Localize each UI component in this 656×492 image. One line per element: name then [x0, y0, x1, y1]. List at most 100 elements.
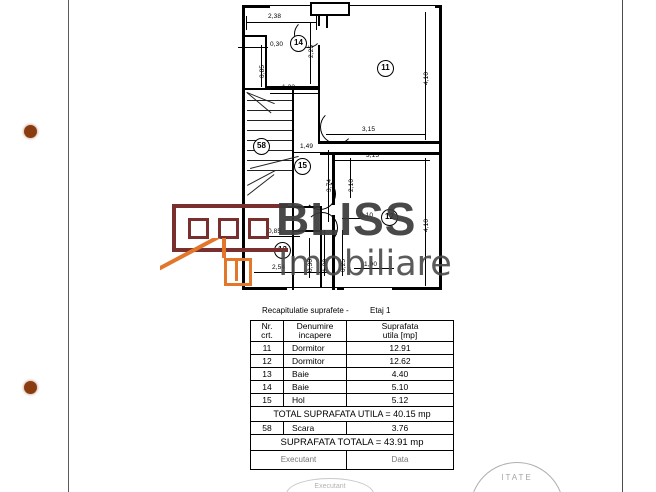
area-summary-table: Nr. crt. Denumire incapere Suprafata uti… [250, 320, 454, 470]
right-margin-line [622, 0, 623, 492]
dimline-410b [425, 158, 426, 286]
dim-254: 2,54 [272, 264, 286, 271]
dimline-180 [324, 230, 325, 276]
header-nr-line1: Nr. [261, 321, 273, 331]
row-nr: 14 [250, 379, 284, 394]
row-name: Dormitor [283, 353, 347, 368]
balcony-post [326, 14, 328, 28]
punch-hole-mark-bottom [24, 381, 37, 394]
signature-stamp-footer: Executant [286, 478, 374, 492]
room-tag-58: 58 [253, 138, 270, 155]
header-den-line1: Denumire [296, 321, 334, 331]
table-row: 15 Hol 5.12 [250, 392, 454, 407]
table-row: 14 Baie 5.10 [250, 379, 454, 394]
dimline-085b [266, 236, 300, 237]
dimline-100 [354, 268, 394, 269]
header-sup-line1: Suprafata [381, 321, 419, 331]
row-name: Baie [283, 366, 347, 381]
balcony-edge-top [310, 2, 350, 4]
row-area: 4.40 [346, 366, 454, 381]
caption-right: Etaj 1 [370, 306, 391, 315]
header-nr-crt: Nr. crt. [250, 320, 284, 342]
punch-hole-mark-top [24, 125, 37, 138]
table-row: 12 Dormitor 12.62 [250, 353, 454, 368]
r11-wall-bottom [320, 141, 440, 144]
balcony-edge-left [310, 2, 312, 16]
stair-step-8 [247, 170, 292, 171]
row-nr: 12 [250, 353, 284, 368]
r13-wall-right [320, 206, 322, 288]
dimline-315b [332, 160, 430, 161]
wall-right [439, 5, 442, 290]
table-row: 11 Dormitor 12.91 [250, 340, 454, 355]
row-area: 5.12 [346, 392, 454, 407]
stair-name: Scara [283, 420, 347, 435]
room-tag-15: 15 [294, 158, 311, 175]
door-room-11 [320, 110, 354, 144]
partition-hall-upper [318, 88, 320, 143]
dimline-030b [309, 238, 310, 278]
table-caption: Recapitulatie suprafete - Etaj 1 [262, 306, 454, 315]
dim-315a: 3,15 [362, 126, 376, 133]
window-bottom-right [344, 287, 392, 290]
stair-step-7 [247, 160, 292, 161]
dimline-238 [246, 22, 316, 23]
dimline-149 [294, 152, 332, 153]
r14-wall-a [245, 35, 267, 37]
total-generala-text: SUPRAFATA TOTALA = 43.91 mp [250, 433, 454, 451]
stair-step-4 [247, 130, 292, 131]
table-row-stair: 58 Scara 3.76 [250, 420, 454, 435]
dimline-025 [342, 230, 343, 276]
room-tag-14: 14 [290, 35, 307, 52]
dim-030: 0,30 [270, 41, 284, 48]
dim-238: 2,38 [268, 13, 282, 20]
r14-wall-c [265, 86, 320, 88]
dim-210: 2,10 [348, 178, 355, 192]
dimline-315a [326, 134, 426, 135]
header-suprafata: Suprafata utila [mp] [346, 320, 454, 342]
dim-085b: 0,85 [268, 228, 282, 235]
header-nr-line2: crt. [261, 329, 273, 340]
header-denumire: Denumire incapere [283, 320, 347, 342]
room-tag-13: 13 [274, 242, 291, 259]
area-summary-section: Recapitulatie suprafete - Etaj 1 Nr. crt… [250, 306, 454, 470]
dim-100: 1,00 [364, 261, 378, 268]
stair-wall-right [292, 88, 294, 208]
dimline-225 [310, 22, 311, 84]
stair-step-3 [247, 120, 292, 121]
dim-410a: 4,10 [423, 71, 430, 85]
row-name: Baie [283, 379, 347, 394]
r14-wall-d [318, 45, 320, 88]
dim-225: 2,25 [308, 44, 315, 58]
table-footer-row: Executant Data [250, 449, 454, 470]
wall-left-lower [242, 88, 245, 290]
table-header-row: Nr. crt. Denumire incapere Suprafata uti… [250, 320, 454, 342]
stair-wall-top [245, 88, 320, 90]
row-name: Hol [283, 392, 347, 407]
dim-315b: 3,15 [366, 152, 380, 159]
r12-wall-top [320, 152, 440, 155]
row-area: 12.91 [346, 340, 454, 355]
dim-123: 1,23 [282, 84, 296, 91]
dim-025: 0,25 [340, 258, 347, 272]
wall-bottom [242, 287, 442, 290]
stair-step-5 [247, 140, 292, 141]
dim-010: 0,10 [360, 212, 374, 219]
left-margin-line [68, 0, 69, 492]
stair-nr: 58 [250, 420, 284, 435]
dimline-085 [261, 45, 262, 87]
dim-149: 1,49 [300, 143, 314, 150]
room-tag-12: 12 [381, 209, 398, 226]
logo-window-square-1 [188, 218, 209, 239]
dim-410b: 4,10 [423, 218, 430, 232]
dimline-210 [350, 158, 351, 198]
stair-step-6 [247, 150, 292, 151]
door-r14-jamb [318, 16, 320, 26]
stair-wall-bottom [245, 206, 320, 208]
dimline-254 [254, 272, 328, 273]
tick-238-b [316, 16, 317, 30]
row-nr: 13 [250, 366, 284, 381]
door-room-13 [304, 178, 336, 210]
dim-180: 1,80 [322, 258, 329, 272]
signature-stamp-text: Executant [314, 483, 346, 490]
